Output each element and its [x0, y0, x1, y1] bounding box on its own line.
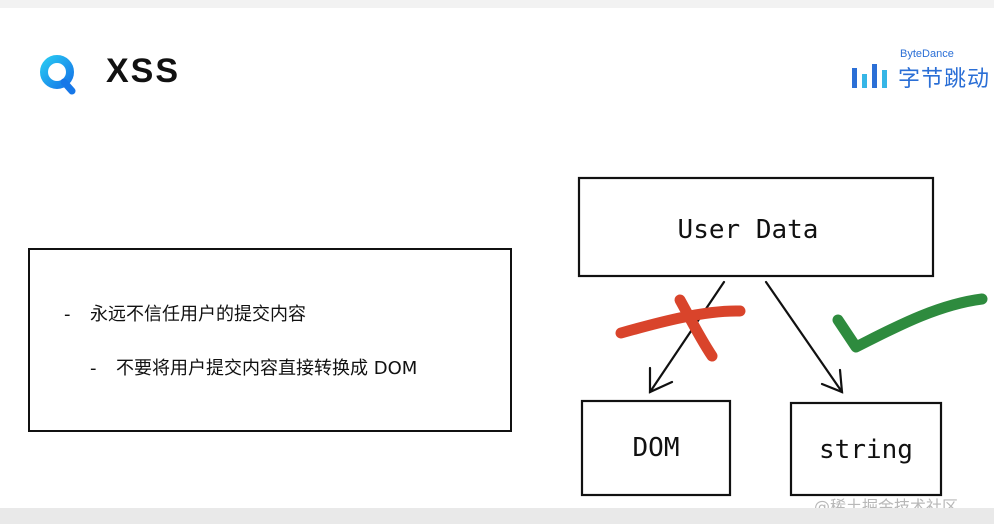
string-label: string	[819, 435, 913, 465]
arrow-to-dom	[648, 280, 726, 394]
arrow-to-string	[764, 280, 844, 394]
dom-label: DOM	[633, 433, 680, 463]
check-mark-icon	[832, 293, 988, 353]
bullet-dash: -	[64, 304, 71, 325]
bullet-dash: -	[90, 358, 97, 379]
dom-box	[580, 399, 732, 497]
slide: XSS ByteDance 字节跳动 -永远不信任用户的提交内容 -不要将用户提…	[0, 8, 994, 516]
user-data-box	[577, 176, 935, 278]
string-box	[789, 401, 943, 497]
principles-box: -永远不信任用户的提交内容 -不要将用户提交内容直接转换成 DOM	[28, 248, 512, 432]
bytedance-bars-icon	[852, 64, 887, 88]
sub-bullet-item: -不要将用户提交内容直接转换成 DOM	[90, 354, 417, 380]
app-logo-icon	[40, 55, 76, 95]
data-flow-diagram: User Data DOM string	[577, 176, 988, 497]
slide-title: XSS	[106, 52, 181, 90]
cross-mark-icon	[615, 294, 746, 362]
bullet-text: 永远不信任用户的提交内容	[90, 304, 306, 325]
brand-name-cn: 字节跳动	[898, 67, 991, 92]
brand-name-en: ByteDance	[900, 48, 954, 60]
bottom-strip	[0, 508, 994, 524]
bullet-text: 不要将用户提交内容直接转换成 DOM	[116, 358, 418, 379]
bullet-item: -永远不信任用户的提交内容	[64, 300, 306, 326]
user-data-label: User Data	[678, 215, 819, 245]
bytedance-logo: ByteDance 字节跳动	[852, 48, 994, 98]
